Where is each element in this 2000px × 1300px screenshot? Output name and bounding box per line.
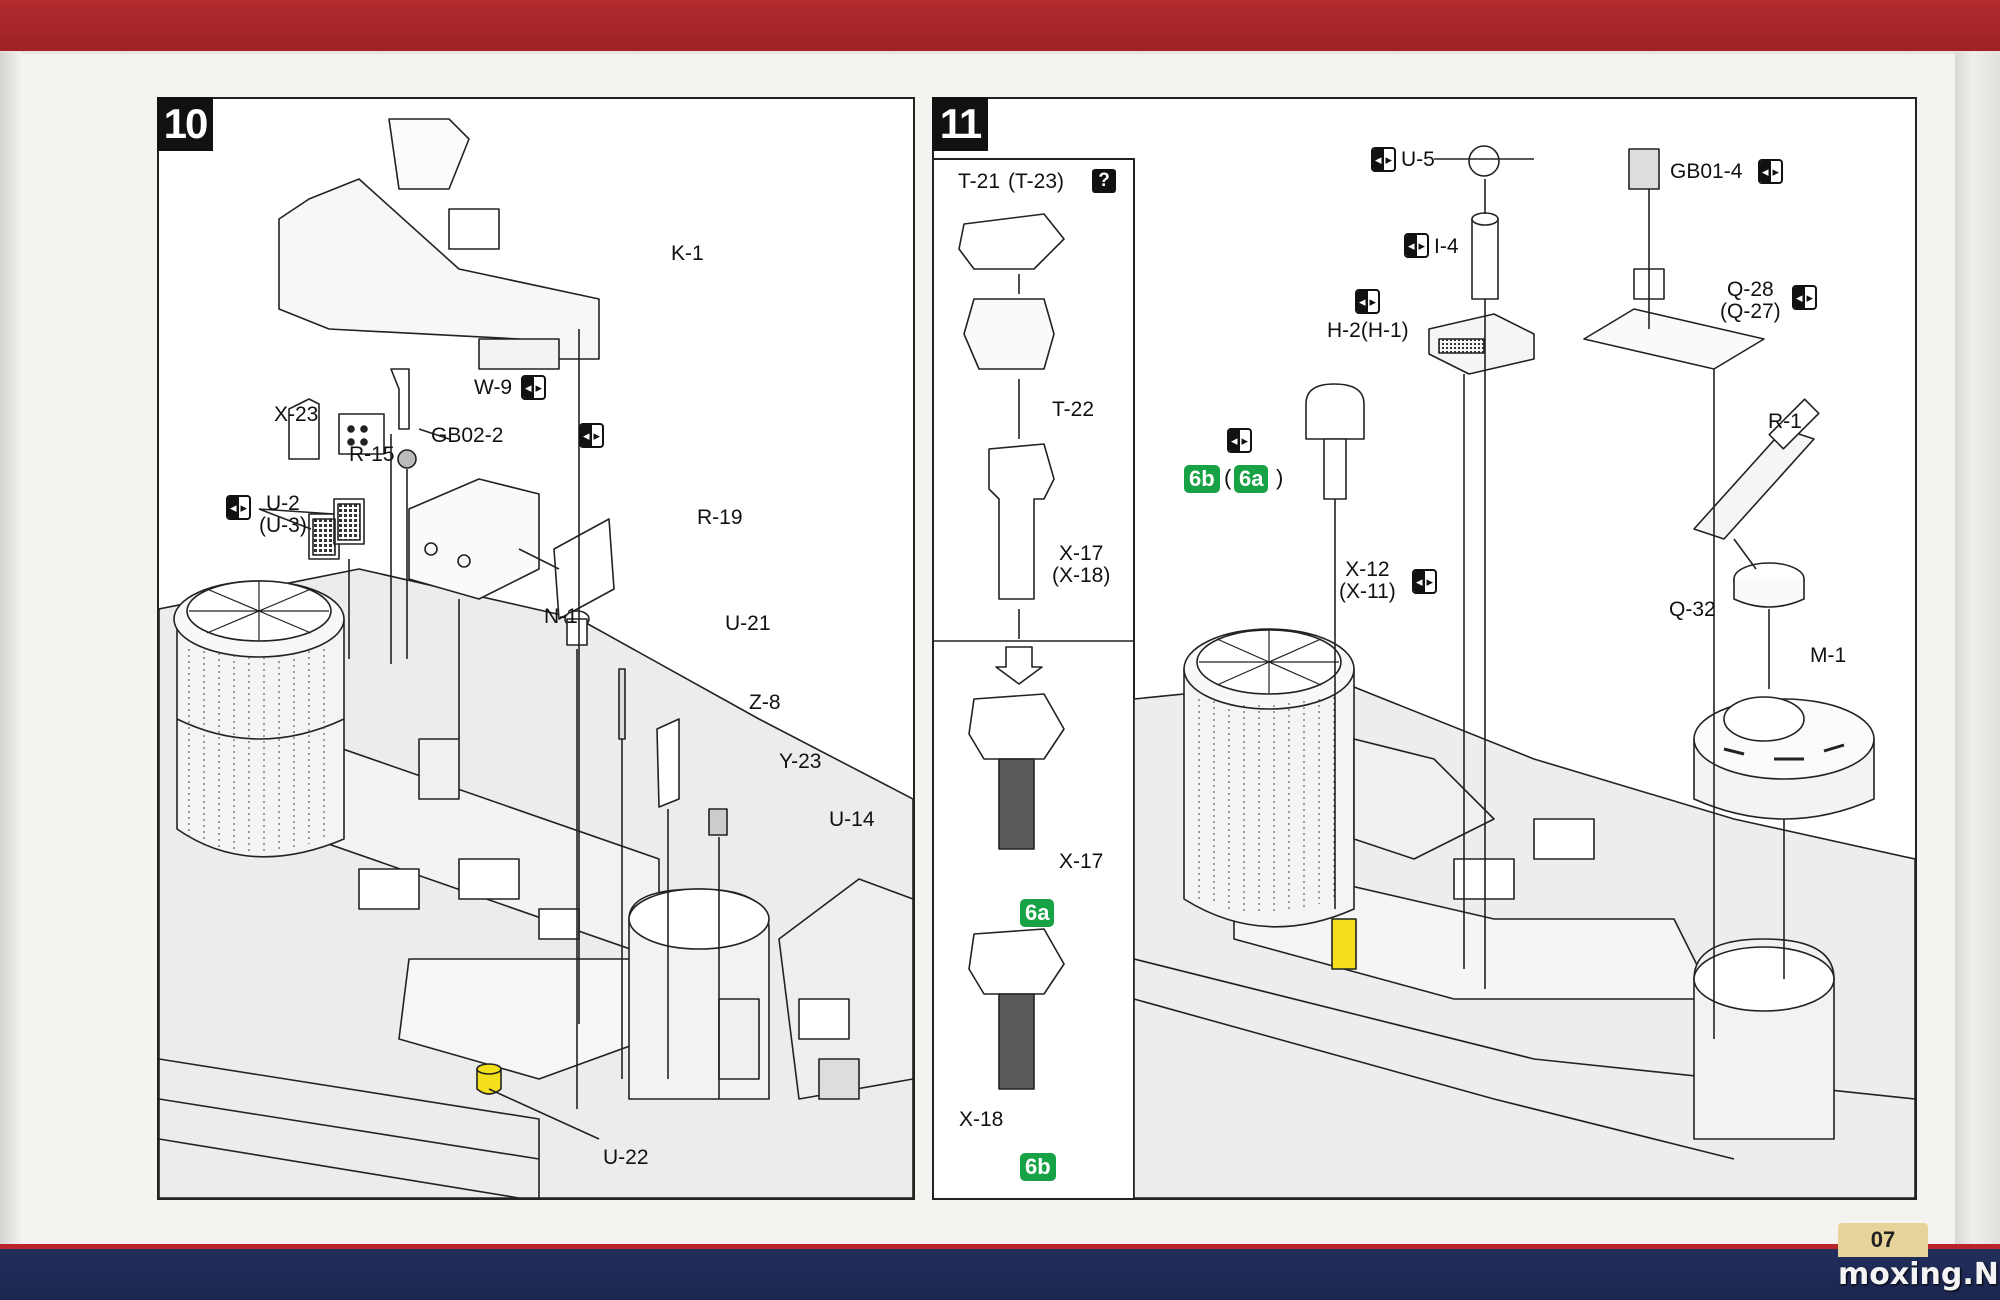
label-u3: (U-3)	[259, 514, 307, 537]
bottom-color-band	[0, 1244, 2000, 1300]
page-number: 07	[1838, 1223, 1928, 1257]
step-number: 11	[932, 97, 988, 151]
tag-6b: 6b	[1020, 1153, 1056, 1181]
label-x12-x11: X-12 (X-11)	[1339, 559, 1396, 603]
label-gb014: GB01-4	[1670, 160, 1743, 183]
label-u2-u3: U-2 (U-3)	[259, 493, 307, 537]
opposite-side-symbol-icon: ◂▸	[1758, 159, 1783, 184]
label-x17: X-17	[1059, 542, 1104, 565]
top-color-band	[0, 0, 2000, 54]
label-x17-assembled: X-17	[1059, 850, 1104, 873]
label-k1: K-1	[671, 242, 704, 265]
opposite-side-symbol-icon: ◂▸	[1792, 285, 1817, 310]
label-gb022: GB02-2	[431, 424, 504, 447]
opposite-side-symbol-icon: ◂▸	[1371, 147, 1396, 172]
label-z8: Z-8	[749, 691, 781, 714]
tag-6b-turret: 6b	[1184, 465, 1220, 493]
label-q27: (Q-27)	[1720, 300, 1781, 323]
step-11-panel: 11 T-21 (T-23) ? T-22 X-17 (X-18) X-17 6…	[932, 97, 1917, 1200]
opposite-side-symbol-icon: ◂▸	[1404, 233, 1429, 258]
label-x11: (X-11)	[1339, 580, 1396, 603]
label-x23: X-23	[274, 403, 319, 426]
label-q32: Q-32	[1669, 598, 1716, 621]
label-i4: I-4	[1434, 235, 1459, 258]
paren-close: )	[1276, 465, 1284, 490]
label-r1: R-1	[1768, 410, 1802, 433]
page-left-edge	[0, 52, 22, 1244]
label-x18: X-18	[959, 1108, 1004, 1131]
label-x17-x18: X-17 (X-18)	[1052, 543, 1110, 587]
label-t22: T-22	[1052, 398, 1095, 421]
label-y23: Y-23	[779, 750, 822, 773]
opposite-side-symbol-icon: ◂▸	[579, 423, 604, 448]
page-spine	[1955, 52, 2000, 1244]
step-11-ship-drawing	[934, 145, 1915, 1198]
label-q28-q27: Q-28 (Q-27)	[1720, 279, 1781, 323]
tag-6a: 6a	[1020, 899, 1055, 927]
label-q28: Q-28	[1727, 278, 1774, 301]
label-r15: R-15	[349, 443, 395, 466]
label-u21: U-21	[725, 612, 771, 635]
step-10-ship-drawing	[159, 118, 913, 1198]
step-10-panel: 10 K-1 W-9 ◂▸ X-23 R-15 GB02-2 ◂▸ ◂▸ U-2…	[157, 97, 915, 1200]
label-h2-h1: H-2(H-1)	[1327, 319, 1409, 342]
label-x12: X-12	[1345, 558, 1390, 581]
label-w9: W-9	[474, 376, 513, 399]
opposite-side-symbol-icon: ◂▸	[1355, 289, 1380, 314]
label-x18-paren: (X-18)	[1052, 564, 1111, 587]
label-u2: U-2	[265, 492, 300, 515]
label-r19: R-19	[697, 506, 743, 529]
label-m1: M-1	[1810, 644, 1847, 667]
label-t21: T-21	[958, 170, 1001, 193]
opposite-side-symbol-icon: ◂▸	[1227, 428, 1252, 453]
watermark-text: moxing.NET	[1838, 1257, 2000, 1292]
step-number: 10	[157, 97, 213, 151]
label-u22: U-22	[603, 1146, 649, 1169]
label-n1: N-1	[544, 605, 578, 628]
label-u14: U-14	[829, 808, 875, 831]
question-icon: ?	[1092, 169, 1116, 193]
tag-6a-turret: 6a	[1234, 465, 1269, 493]
opposite-side-symbol-icon: ◂▸	[226, 495, 251, 520]
label-t23: (T-23)	[1008, 170, 1065, 193]
paren-open: (	[1224, 465, 1232, 490]
label-u5: U-5	[1401, 148, 1435, 171]
opposite-side-symbol-icon: ◂▸	[521, 375, 546, 400]
opposite-side-symbol-icon: ◂▸	[1412, 569, 1437, 594]
